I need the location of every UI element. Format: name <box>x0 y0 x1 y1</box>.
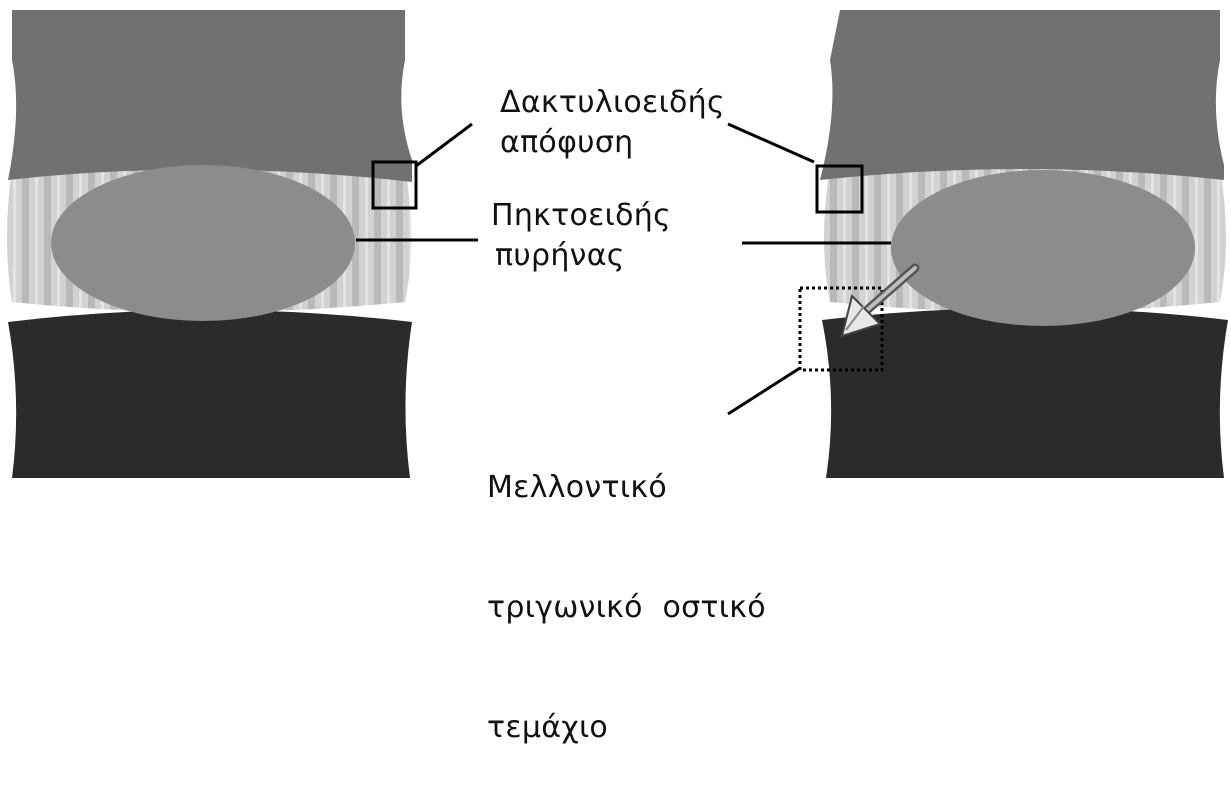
diagram: Δακτυλιοειδής απόφυση Πηκτοειδής πυρήνας… <box>0 0 1231 508</box>
label-apophysis-line-2: απόφυση <box>500 123 725 163</box>
left-upper-vertebra <box>8 10 412 182</box>
label-fragment-line-3: τεμάχιο <box>487 708 766 748</box>
label-apophysis-line-1: Δακτυλιοειδής <box>500 83 725 123</box>
label-nucleus-line-2: πυρήνας <box>495 236 671 276</box>
right-nucleus <box>891 170 1195 326</box>
left-lower-vertebra <box>8 310 412 478</box>
apophysis-leader-left <box>416 124 472 166</box>
label-fragment-line-1: Μελλοντικό <box>487 468 766 508</box>
left-nucleus <box>51 165 355 321</box>
right-upper-vertebra <box>820 10 1224 180</box>
label-fragment: Μελλοντικό τριγωνικό οστικό τεμάχιο <box>487 388 766 788</box>
label-nucleus: Πηκτοειδής πυρήνας <box>491 196 671 276</box>
label-apophysis: Δακτυλιοειδής απόφυση <box>500 83 725 163</box>
left-segment <box>7 10 416 478</box>
apophysis-leader-right <box>728 124 814 162</box>
label-nucleus-line-1: Πηκτοειδής <box>491 196 671 236</box>
label-fragment-line-2: τριγωνικό οστικό <box>487 588 766 628</box>
